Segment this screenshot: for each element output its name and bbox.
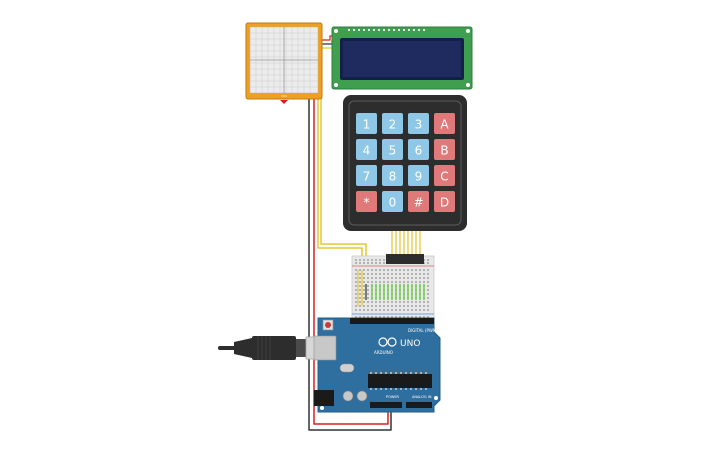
- crystal: [339, 363, 355, 373]
- lcd-screen: [343, 41, 461, 77]
- key-2[interactable]: 2: [382, 113, 403, 134]
- key-label: 8: [389, 170, 397, 184]
- key-label: 9: [415, 170, 423, 184]
- analog-label: ANALOG IN: [412, 395, 432, 399]
- key-9[interactable]: 9: [408, 165, 429, 186]
- sensor-pin-marker: [280, 100, 288, 104]
- lcd-mount-hole: [334, 83, 338, 87]
- board-model-label: UNO: [400, 339, 420, 349]
- key-B[interactable]: B: [434, 139, 455, 160]
- key-5[interactable]: 5: [382, 139, 403, 160]
- key-0[interactable]: 0: [382, 191, 403, 212]
- keypad-keys: 1 2 3 A 4 5 6 B 7 8 9 C * 0 # D: [356, 113, 455, 212]
- key-label: 3: [415, 118, 423, 132]
- key-4[interactable]: 4: [356, 139, 377, 160]
- digital-label: DIGITAL (PWM ~): [408, 328, 443, 333]
- key-label: 6: [415, 144, 423, 158]
- power-jack: [314, 390, 334, 406]
- key-7[interactable]: 7: [356, 165, 377, 186]
- power-label: POWER: [386, 395, 400, 399]
- capacitor: [342, 390, 354, 402]
- sensor-pin-label: VCC: [281, 94, 287, 98]
- key-label: D: [440, 196, 449, 210]
- yellow-wire-2[interactable]: [320, 98, 367, 262]
- key-label: A: [440, 118, 449, 132]
- arduino-logo: [378, 337, 397, 347]
- brand-label: ARDUINO: [374, 350, 393, 355]
- arduino-mount-hole: [320, 406, 324, 410]
- arduino-uno[interactable]: DIGITAL (PWM ~) UNO ARDUINO POWER AN: [313, 317, 443, 413]
- key-label: 1: [363, 118, 371, 132]
- key-label: 4: [363, 144, 371, 158]
- digital-header: [350, 318, 434, 324]
- black-ground-wire[interactable]: [308, 98, 392, 431]
- lcd-mount-hole: [466, 29, 470, 33]
- key-label: 2: [389, 118, 397, 132]
- key-D[interactable]: D: [434, 191, 455, 212]
- force-sensor[interactable]: VCC: [245, 22, 323, 104]
- key-*[interactable]: *: [356, 191, 377, 212]
- key-label: *: [364, 196, 370, 210]
- lcd-header-pins: [348, 29, 425, 31]
- yellow-wire-1[interactable]: [317, 98, 363, 262]
- red-power-wire[interactable]: [313, 98, 389, 425]
- key-6[interactable]: 6: [408, 139, 429, 160]
- breadboard-yellow-wires: [357, 270, 363, 306]
- keypad[interactable]: 1 2 3 A 4 5 6 B 7 8 9 C * 0 # D: [343, 95, 467, 231]
- lcd-display[interactable]: [331, 26, 473, 90]
- keypad-connector: [386, 254, 424, 264]
- key-label: 5: [389, 144, 397, 158]
- lcd-mount-hole: [466, 83, 470, 87]
- key-label: 7: [363, 170, 371, 184]
- breadboard: [351, 254, 435, 325]
- key-1[interactable]: 1: [356, 113, 377, 134]
- key-C[interactable]: C: [434, 165, 455, 186]
- capacitor: [356, 390, 368, 402]
- analog-header: [406, 402, 432, 408]
- key-label: B: [440, 144, 448, 158]
- breadboard-green-wires: [371, 284, 425, 300]
- key-label: 0: [389, 196, 397, 210]
- key-8[interactable]: 8: [382, 165, 403, 186]
- power-header: [370, 402, 402, 408]
- key-label: C: [440, 170, 448, 184]
- key-label: #: [413, 196, 423, 210]
- key-3[interactable]: 3: [408, 113, 429, 134]
- wires: [308, 35, 421, 431]
- usb-port: [313, 335, 337, 361]
- chip-pins: [370, 372, 427, 390]
- key-A[interactable]: A: [434, 113, 455, 134]
- atmega-chip: [368, 374, 432, 388]
- lcd-mount-hole: [334, 29, 338, 33]
- keypad-ribbon: [391, 230, 421, 256]
- key-#[interactable]: #: [408, 191, 429, 212]
- arduino-mount-hole: [434, 396, 438, 400]
